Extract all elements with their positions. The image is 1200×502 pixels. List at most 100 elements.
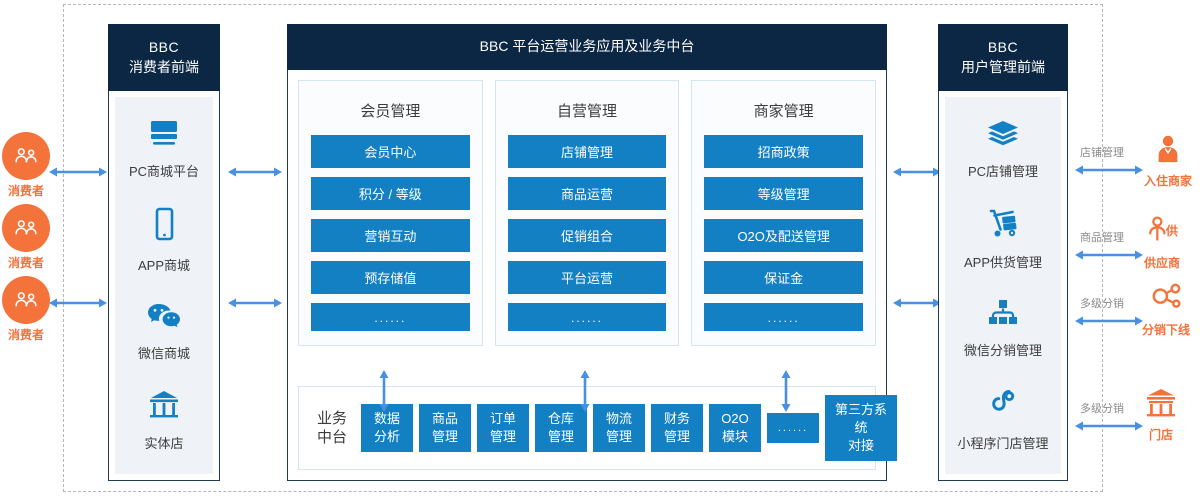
mid-module-product-management[interactable]: 商品 管理 — [419, 404, 471, 452]
consumer-group-icon — [2, 204, 50, 252]
consumer-group-icon — [2, 132, 50, 180]
module-chip[interactable]: O2O及配送管理 — [704, 219, 864, 252]
connector-label-multilevel-distribution-2: 多级分销 — [1080, 403, 1124, 415]
panel-consumer-body: PC商城平台 APP商城 — [108, 91, 220, 481]
module-chip-more[interactable]: ...... — [507, 303, 667, 331]
module-chip[interactable]: 预存储值 — [311, 261, 470, 294]
module-chip[interactable]: 积分 / 等级 — [311, 177, 470, 210]
store-building-icon — [1144, 388, 1178, 423]
actor-label: 入住商家 — [1144, 174, 1193, 188]
tile-label: 实体店 — [144, 436, 184, 452]
mid-module-more[interactable]: ...... — [767, 413, 819, 443]
module-chip-more[interactable]: ...... — [311, 303, 470, 331]
mid-module-line1: 第三方系统 — [834, 402, 887, 435]
connector-column2-midplatform — [578, 370, 592, 412]
module-chip[interactable]: 会员中心 — [311, 135, 470, 168]
connector-consumer-center-bottom — [228, 296, 282, 310]
column-title: 自营管理 — [557, 103, 618, 120]
supplier-icon: 供 — [1146, 216, 1178, 251]
mid-module-line2: 管理 — [547, 429, 574, 444]
module-chip[interactable]: 平台运营 — [507, 261, 667, 294]
module-chip[interactable]: 等级管理 — [704, 177, 864, 210]
layers-icon — [985, 119, 1021, 152]
connector-label-multilevel-distribution-1: 多级分销 — [1080, 298, 1124, 310]
panel-center-header: BBC 平台运营业务应用及业务中台 — [287, 24, 887, 70]
mid-module-line1: 数据 — [373, 411, 400, 426]
connector-column1-midplatform — [377, 370, 391, 412]
mid-module-line1: 订单 — [489, 411, 516, 426]
org-tree-icon — [985, 298, 1021, 331]
tile-label: 微信商城 — [137, 346, 190, 362]
panel-consumer-header: BBC 消费者前端 — [108, 24, 220, 91]
panel-consumer-frontend: BBC 消费者前端 PC商城平台 — [108, 24, 220, 481]
connector-label-product-management: 商品管理 — [1080, 232, 1124, 244]
actor-label: 消费者 — [7, 328, 44, 342]
connector-center-user-top — [893, 165, 941, 179]
panel-title-line1: BBC — [148, 39, 180, 55]
tile-label: PC店铺管理 — [967, 163, 1039, 179]
wechat-icon — [146, 301, 182, 334]
connector-user-merchant — [1075, 163, 1143, 177]
panel-platform-operations: BBC 平台运营业务应用及业务中台 会员管理 会员中心 积分 / 等级 营销互动… — [287, 24, 897, 481]
tile-label: APP供货管理 — [963, 254, 1042, 270]
mid-module-finance-management[interactable]: 财务 管理 — [651, 404, 703, 452]
tile-pc-shop-management[interactable]: PC店铺管理 — [968, 119, 1038, 180]
tile-label: 微信分销管理 — [963, 343, 1042, 359]
mid-module-line2: 模块 — [721, 429, 748, 444]
connector-user-supplier — [1075, 248, 1143, 262]
panel-title-line2: 平台运营业务应用及业务中台 — [512, 38, 695, 54]
tile-app-mall[interactable]: APP商城 — [138, 207, 190, 274]
tile-app-supply-management[interactable]: APP供货管理 — [964, 208, 1042, 271]
connector-consumer-top — [49, 165, 107, 179]
tile-wechat-mall[interactable]: 微信商城 — [138, 301, 190, 362]
tile-pc-mall[interactable]: PC商城平台 — [129, 119, 199, 180]
column-title: 会员管理 — [360, 103, 421, 120]
tile-label: APP商城 — [137, 257, 190, 273]
mid-module-line1: 仓库 — [547, 411, 574, 426]
panel-user-body: PC店铺管理 APP供货管理 — [938, 91, 1068, 481]
tile-physical-store[interactable]: 实体店 — [144, 389, 184, 452]
actor-store: 门店 — [1144, 388, 1178, 443]
column-self-operated-management: 自营管理 店铺管理 商品运营 促销组合 平台运营 ...... — [494, 80, 680, 346]
module-chip[interactable]: 保证金 — [704, 261, 864, 294]
column-member-management: 会员管理 会员中心 积分 / 等级 营销互动 预存储值 ...... — [298, 80, 483, 346]
module-chip[interactable]: 店铺管理 — [507, 135, 667, 168]
mini-program-icon — [987, 387, 1019, 424]
mid-platform-strip: 业务 中台 数据 分析 商品 管理 订单 管理 仓库 管理 — [298, 386, 897, 470]
module-columns: 会员管理 会员中心 积分 / 等级 营销互动 预存储值 ...... 自营管理 … — [298, 80, 877, 346]
panel-title-line1: BBC — [987, 39, 1019, 55]
smartphone-icon — [152, 207, 176, 246]
mid-module-line2: 管理 — [489, 429, 516, 444]
tile-miniprogram-store-management[interactable]: 小程序门店管理 — [957, 387, 1049, 452]
module-chip[interactable]: 招商政策 — [704, 135, 864, 168]
mid-module-warehouse-management[interactable]: 仓库 管理 — [535, 404, 587, 452]
mid-module-data-analysis[interactable]: 数据 分析 — [361, 404, 413, 452]
mid-module-line1: 商品 — [431, 411, 458, 426]
connector-user-downline — [1075, 314, 1143, 328]
connector-consumer-bottom — [49, 296, 107, 310]
mid-module-line2: 对接 — [847, 438, 874, 453]
module-chip[interactable]: 促销组合 — [507, 219, 667, 252]
storefront-icon — [147, 389, 181, 424]
mid-module-order-management[interactable]: 订单 管理 — [477, 404, 529, 452]
actor-label: 分销下线 — [1142, 323, 1191, 337]
mid-module-third-party-integration[interactable]: 第三方系统 对接 — [825, 395, 897, 461]
mid-module-line2: 管理 — [663, 429, 690, 444]
merchant-person-icon — [1153, 134, 1183, 169]
mid-module-line2: 分析 — [373, 429, 400, 444]
panel-title-line2: 用户管理前端 — [961, 59, 1045, 75]
panel-center-body: 会员管理 会员中心 积分 / 等级 营销互动 预存储值 ...... 自营管理 … — [287, 70, 897, 481]
panel-user-header: BBC 用户管理前端 — [938, 24, 1068, 91]
module-chip[interactable]: 商品运营 — [507, 177, 667, 210]
module-chip-more[interactable]: ...... — [704, 303, 864, 331]
mid-module-o2o[interactable]: O2O 模块 — [709, 404, 761, 452]
tile-label: 小程序门店管理 — [957, 436, 1049, 452]
actor-merchant: 入住商家 — [1144, 134, 1192, 189]
mid-module-logistics-management[interactable]: 物流 管理 — [593, 404, 645, 452]
tile-label: PC商城平台 — [128, 163, 200, 179]
tile-wechat-distribution-management[interactable]: 微信分销管理 — [964, 298, 1042, 359]
mid-label-line2: 中台 — [316, 429, 347, 446]
mid-module-line1: 物流 — [605, 411, 632, 426]
module-chip[interactable]: 营销互动 — [311, 219, 470, 252]
